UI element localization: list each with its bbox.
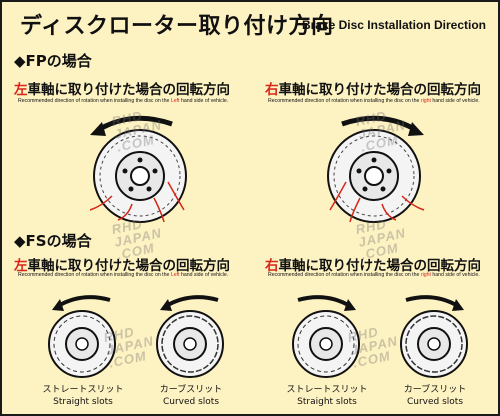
rotation-arrow-arc [341,115,418,133]
fs-right-straight-disc [292,295,360,378]
fs-left-note-post: hand side of vehicle. [179,272,229,278]
fs-right-note-pre: Recommended direction of rotation when i… [268,272,421,278]
fs-right-note-side: right [420,272,431,278]
fp-left-note-post: hand side of vehicle. [179,98,229,104]
caption-en: Straight slots [53,397,113,407]
fp-left-heading: 左車軸に取り付けた場合の回転方向 [14,78,230,98]
fs-left-note-pre: Recommended direction of rotation when i… [18,272,171,278]
disc-center-bore [364,166,384,186]
page-title-english: Brake Disc Installation Direction [301,18,486,32]
disc-slots [161,315,219,373]
caption-right-straight: ストレートスリット Straight slots [282,384,372,408]
caption-jp: ストレートスリット [286,385,368,395]
fs-right-label: 車軸に取り付けた場合の回転方向 [278,258,482,274]
caption-en: Straight slots [297,397,357,407]
caption-jp: カーブスリット [403,385,467,395]
fs-right-heading: 右車軸に取り付けた場合の回転方向 [265,254,481,274]
disc-center-bore [130,166,150,186]
fp-right-label: 車軸に取り付けた場合の回転方向 [278,82,482,98]
disc-center-bore [319,337,333,351]
rotation-arrow-head [160,299,172,311]
fs-left-note: Recommended direction of rotation when i… [18,272,228,278]
rotation-arrow-arc [405,295,460,308]
fs-left-curved-disc [156,295,224,378]
caption-en: Curved slots [162,397,220,407]
caption-jp: カーブスリット [159,385,223,395]
fs-left-label: 車軸に取り付けた場合の回転方向 [27,258,231,274]
disc-bolt-holes [122,157,158,192]
caption-jp: ストレートスリット [42,385,124,395]
fs-section-heading: ◆FSの場合 [14,232,92,250]
page-title: ディスクローター取り付け方向 [20,14,334,39]
caption-left-curved: カーブスリット Curved slots [146,384,236,408]
fs-right-note: Recommended direction of rotation when i… [268,272,480,278]
rotation-arrow-arc [297,295,352,308]
disc-center-bore [427,337,441,351]
rotation-arrow-arc [56,295,111,308]
slot-flow-arrows [329,181,425,223]
fp-right-heading: 右車軸に取り付けた場合の回転方向 [265,78,481,98]
fp-right-disc-diagram [327,115,425,223]
disc-slots [99,135,181,217]
fp-right-note-side: right [420,98,431,104]
fp-section-heading: ◆FPの場合 [14,52,92,70]
rotation-arrow-head [344,299,356,311]
rotation-arrow-head [52,299,64,311]
disc-slots [53,315,111,373]
rotation-arrow-arc [164,295,219,308]
fp-left-label: 車軸に取り付けた場合の回転方向 [27,82,231,98]
fs-left-straight-disc [48,295,116,378]
fp-right-note-pre: Recommended direction of rotation when i… [268,98,421,104]
fs-right-side: 右 [265,258,279,274]
fp-left-note-pre: Recommended direction of rotation when i… [18,98,171,104]
fp-right-note: Recommended direction of rotation when i… [268,98,480,104]
fs-right-curved-disc [400,295,468,378]
disc-slots [333,135,415,217]
disc-center-bore [183,337,197,351]
fp-left-note-side: Left [170,98,180,104]
fp-left-disc-diagram [89,115,187,223]
rotation-arrow-head [452,299,464,311]
rotation-arrow-head [408,122,424,136]
caption-right-curved: カーブスリット Curved slots [390,384,480,408]
fp-left-side: 左 [14,82,28,98]
disc-slots [405,315,463,373]
rotation-arrow-head [90,122,106,136]
fs-left-heading: 左車軸に取り付けた場合の回転方向 [14,254,230,274]
disc-slots [297,315,355,373]
rotation-arrow-arc [96,115,173,133]
fp-left-note: Recommended direction of rotation when i… [18,98,228,104]
disc-bolt-holes [356,157,392,192]
fs-left-note-side: Left [170,272,180,278]
slot-flow-arrows [89,181,185,223]
fs-left-side: 左 [14,258,28,274]
fs-right-note-post: hand side of vehicle. [430,272,480,278]
fp-right-side: 右 [265,82,279,98]
caption-en: Curved slots [406,397,464,407]
fp-right-note-post: hand side of vehicle. [430,98,480,104]
disc-center-bore [75,337,89,351]
caption-left-straight: ストレートスリット Straight slots [38,384,128,408]
